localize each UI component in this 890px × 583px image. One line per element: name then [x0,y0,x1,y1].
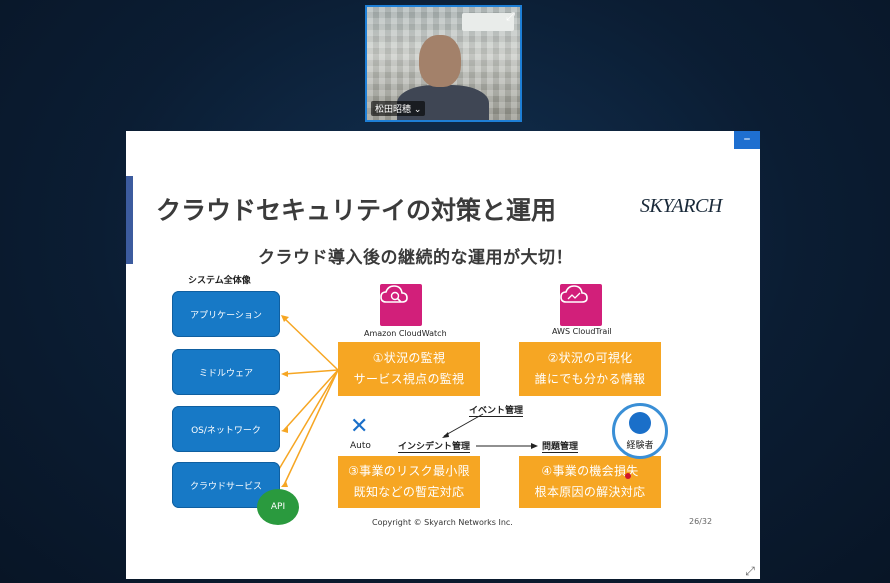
cloudwatch-label: Amazon CloudWatch [364,329,447,338]
box-opportunity-line1: ④事業の機会損失 [541,464,639,478]
slide-accent-bar [126,176,133,264]
box-monitoring-line1: ①状況の監視 [372,351,446,365]
participant-video-tile[interactable]: ⤢ 松田昭穂 ⌄ [365,5,522,122]
box-visualization-line2: 誰にでも分かる情報 [534,372,646,386]
expert-label: 経験者 [626,441,654,451]
expert-icon: 経験者 [612,403,668,459]
slide-subtitle: クラウド導入後の継続的な運用が大切！ [258,248,573,268]
incident-management-label: インシデント管理 [398,439,471,453]
cloudtrail-icon [560,284,602,326]
copyright: Copyright © Skyarch Networks Inc. [372,518,513,527]
expand-icon[interactable]: ⤢ [506,9,515,23]
box-risk-line2: 既知などの暫定対応 [353,485,465,499]
fullscreen-icon[interactable]: ⤢ [742,563,758,579]
box-risk: ③事業のリスク最小限 既知などの暫定対応 [338,456,480,508]
api-badge: API [257,489,299,525]
tool-icon: ✕ [350,414,369,439]
minimize-icon[interactable]: – [734,131,760,149]
box-opportunity: ④事業の機会損失 根本原因の解決対応 [519,456,661,508]
stack-box-os-network: OS/ネットワーク [172,406,280,452]
box-monitoring-line2: サービス視点の監視 [353,372,465,386]
page-number: 26/32 [689,517,713,526]
expert-person-icon [629,412,651,434]
stack-box-application: アプリケーション [172,291,280,337]
company-logo: SKYARCH [640,195,722,217]
stack-label: システム全体像 [188,276,251,286]
video-person-head [419,35,461,87]
video-air-conditioner [462,13,514,31]
shared-slide: クラウドセキュリテイの対策と運用 SKYARCH クラウド導入後の継続的な運用が… [126,131,760,579]
box-opportunity-line2: 根本原因の解決対応 [534,485,646,499]
box-monitoring: ①状況の監視 サービス視点の監視 [338,342,480,396]
stack-box-middleware: ミドルウェア [172,349,280,395]
problem-management-label: 問題管理 [542,439,579,453]
auto-label: Auto [350,441,371,451]
event-management-label: イベント管理 [469,403,524,417]
cloudwatch-icon [380,284,422,326]
box-visualization: ②状況の可視化 誰にでも分かる情報 [519,342,661,396]
participant-name: 松田昭穂 ⌄ [371,101,426,116]
pointer-dot [625,473,631,479]
box-risk-line1: ③事業のリスク最小限 [348,464,470,478]
slide-title: クラウドセキュリテイの対策と運用 [156,196,557,225]
cloudtrail-label: AWS CloudTrail [552,327,612,336]
box-visualization-line1: ②状況の可視化 [547,351,633,365]
